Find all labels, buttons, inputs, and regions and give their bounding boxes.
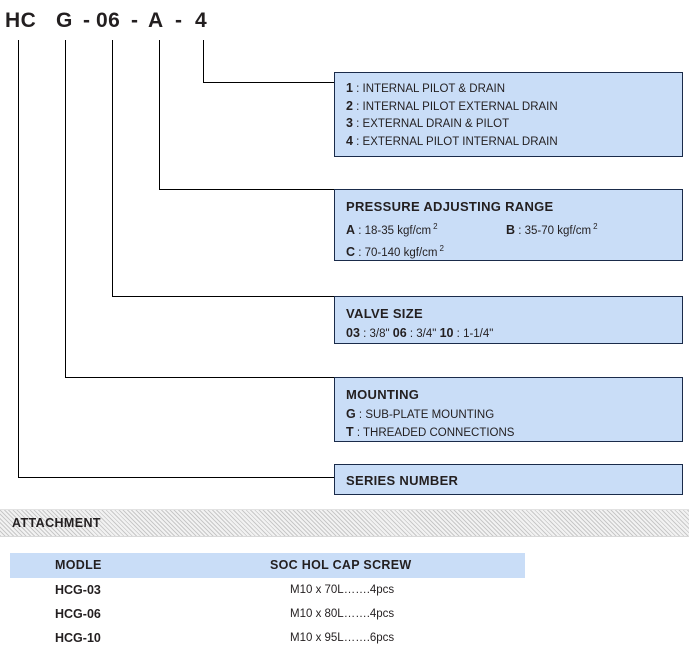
box-series-number: SERIES NUMBER bbox=[334, 464, 683, 495]
table-row: HCG-10 M10 x 95L…….6pcs bbox=[10, 626, 525, 650]
pilot-drain-option-2: 2 : INTERNAL PILOT EXTERNAL DRAIN bbox=[346, 98, 682, 116]
box-mounting: MOUNTING G : SUB-PLATE MOUNTING T : THRE… bbox=[334, 377, 683, 442]
option-key: B bbox=[506, 222, 516, 237]
option-text: 18-35 kgf/cm bbox=[364, 224, 432, 237]
leader-hline-pilot-drain bbox=[203, 82, 335, 83]
code-dash-1: - bbox=[83, 9, 91, 32]
option-key: T bbox=[346, 424, 354, 439]
cell-model: HCG-03 bbox=[55, 583, 101, 597]
mounting-title: MOUNTING bbox=[346, 387, 420, 402]
table-header-row: MODLE SOC HOL CAP SCREW bbox=[10, 553, 525, 578]
option-key: 10 bbox=[439, 326, 454, 340]
option-text: 1-1/4" bbox=[463, 328, 494, 340]
valve-size-options: 03 : 3/8" 06 : 3/4" 10 : 1-1/4" bbox=[346, 325, 682, 343]
mounting-option-g: G : SUB-PLATE MOUNTING bbox=[346, 406, 682, 424]
column-header-modle: MODLE bbox=[55, 558, 102, 572]
option-sep: : bbox=[353, 426, 364, 439]
option-text: 70-140 kgf/cm bbox=[364, 247, 438, 260]
code-token-hc: HC bbox=[5, 9, 37, 32]
column-header-screw: SOC HOL CAP SCREW bbox=[270, 558, 412, 572]
option-text: THREADED CONNECTIONS bbox=[363, 426, 515, 439]
option-text: 35-70 kgf/cm bbox=[524, 224, 592, 237]
table-row: HCG-03 M10 x 70L…….4pcs bbox=[10, 578, 525, 602]
leader-vline-pilot-drain bbox=[203, 40, 204, 83]
code-token-4: 4 bbox=[195, 9, 208, 32]
box-pilot-drain: 1 : INTERNAL PILOT & DRAIN 2 : INTERNAL … bbox=[334, 72, 683, 157]
option-sep: : bbox=[352, 83, 363, 95]
option-sep: : bbox=[515, 224, 525, 237]
pilot-drain-option-1: 1 : INTERNAL PILOT & DRAIN bbox=[346, 80, 682, 98]
option-text: 3/8" bbox=[369, 328, 390, 340]
option-sep: : bbox=[355, 247, 365, 260]
option-key: G bbox=[346, 407, 356, 421]
option-sep: : bbox=[352, 100, 363, 113]
option-sep: : bbox=[352, 135, 363, 148]
cell-screw: M10 x 70L…….4pcs bbox=[290, 584, 395, 596]
pilot-drain-option-4: 4 : EXTERNAL PILOT INTERNAL DRAIN bbox=[346, 133, 682, 151]
option-superscript: 2 bbox=[593, 222, 598, 231]
valve-size-title: VALVE SIZE bbox=[346, 306, 423, 321]
option-sep: : bbox=[355, 224, 365, 237]
option-text: SUB-PLATE MOUNTING bbox=[365, 409, 495, 421]
option-text: INTERNAL PILOT & DRAIN bbox=[362, 83, 506, 95]
option-key: C bbox=[346, 245, 356, 260]
cell-screw: M10 x 80L…….4pcs bbox=[290, 608, 395, 620]
option-sep: : bbox=[406, 328, 417, 340]
cell-screw: M10 x 95L…….6pcs bbox=[290, 632, 395, 644]
leader-vline-series-number bbox=[18, 40, 19, 478]
leader-vline-mounting bbox=[65, 40, 66, 378]
option-sep: : bbox=[359, 328, 370, 340]
option-text: EXTERNAL DRAIN & PILOT bbox=[362, 118, 510, 130]
cell-model: HCG-10 bbox=[55, 631, 101, 645]
option-sep: : bbox=[352, 118, 363, 130]
option-key: 4 bbox=[346, 133, 353, 148]
code-dash-3: - bbox=[175, 9, 183, 32]
attachment-banner: ATTACHMENT bbox=[0, 509, 689, 537]
table-row: HCG-06 M10 x 80L…….4pcs bbox=[10, 602, 525, 626]
option-key: 03 bbox=[346, 326, 360, 340]
option-text: 3/4" bbox=[416, 328, 437, 340]
attachment-table: MODLE SOC HOL CAP SCREW HCG-03 M10 x 70L… bbox=[10, 553, 525, 650]
option-superscript: 2 bbox=[433, 222, 438, 231]
option-superscript: 2 bbox=[439, 244, 444, 254]
option-text: EXTERNAL PILOT INTERNAL DRAIN bbox=[362, 135, 558, 148]
pressure-range-title: PRESSURE ADJUSTING RANGE bbox=[346, 199, 554, 214]
mounting-option-t: T : THREADED CONNECTIONS bbox=[346, 424, 682, 442]
option-key: A bbox=[346, 222, 356, 237]
leader-hline-pressure-range bbox=[159, 189, 335, 190]
attachment-label: ATTACHMENT bbox=[12, 516, 101, 530]
leader-hline-mounting bbox=[65, 377, 335, 378]
series-number-title: SERIES NUMBER bbox=[346, 473, 459, 488]
option-key: 1 bbox=[346, 81, 353, 95]
cell-model: HCG-06 bbox=[55, 607, 101, 621]
leader-hline-valve-size bbox=[112, 296, 335, 297]
option-key: 06 bbox=[392, 326, 407, 340]
box-pressure-adjusting-range: PRESSURE ADJUSTING RANGE A : 18-35 kgf/c… bbox=[334, 189, 683, 261]
leader-hline-series-number bbox=[18, 477, 335, 478]
code-token-a: A bbox=[148, 9, 164, 32]
option-sep: : bbox=[453, 328, 464, 340]
option-key: 2 bbox=[346, 98, 353, 113]
code-token-06: 06 bbox=[96, 9, 121, 32]
leader-vline-valve-size bbox=[112, 40, 113, 297]
code-token-g: G bbox=[56, 9, 73, 32]
option-key: 3 bbox=[346, 116, 353, 130]
model-code-string: HC G - 06 - A - 4 bbox=[0, 8, 689, 38]
pilot-drain-option-3: 3 : EXTERNAL DRAIN & PILOT bbox=[346, 115, 682, 133]
code-dash-2: - bbox=[131, 9, 139, 32]
option-text: INTERNAL PILOT EXTERNAL DRAIN bbox=[362, 100, 558, 113]
option-sep: : bbox=[355, 409, 366, 421]
box-valve-size: VALVE SIZE 03 : 3/8" 06 : 3/4" 10 : 1-1/… bbox=[334, 296, 683, 344]
leader-vline-pressure-range bbox=[159, 40, 160, 190]
